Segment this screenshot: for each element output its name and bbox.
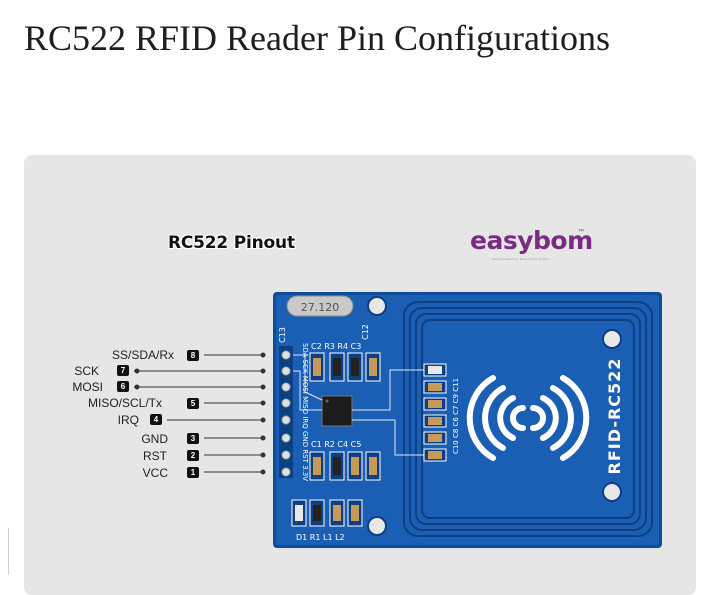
pin-label-gnd: GND xyxy=(141,432,168,446)
header-pin xyxy=(281,366,291,376)
smd-components-mid xyxy=(309,451,381,481)
header-silkscreen: SDA SCK MOSI MISO IRQ GND RST 3.3V xyxy=(301,343,309,481)
pin-leader-dot xyxy=(134,384,140,390)
pcb-traces xyxy=(293,354,424,456)
page-heading: RC522 RFID Reader Pin Configurations xyxy=(24,18,610,58)
header-pin xyxy=(281,398,291,408)
pin-leader-dot xyxy=(260,435,266,441)
pin-leader-dot xyxy=(260,417,266,423)
header-pin xyxy=(281,382,291,392)
crystal-oscillator xyxy=(286,295,354,317)
silk-bottom-row: D1 R1 L1 L2 xyxy=(296,533,345,542)
pin-leader-dot xyxy=(260,469,266,475)
smd-components-right xyxy=(423,363,447,462)
pin-leader-dot xyxy=(260,452,266,458)
header-pin xyxy=(281,467,291,477)
trademark-mark: ™ xyxy=(578,229,584,235)
ic-pin1-marker xyxy=(325,399,329,403)
silk-mid-row: C1 R2 C4 C5 xyxy=(311,440,361,449)
silk-right-column: C10 C8 C6 C7 C9 C11 xyxy=(452,378,460,454)
rc522-board-illustration: RFID-RC522 27.120 SDA SCK MOSI MISO IRQ … xyxy=(134,292,662,548)
antenna-coil xyxy=(403,301,653,537)
header-pin xyxy=(281,350,291,360)
antenna-coil xyxy=(409,307,647,531)
pin-leader-dot xyxy=(134,368,140,374)
silk-c13: C13 xyxy=(278,327,287,343)
antenna-coil xyxy=(421,319,635,519)
pin-header xyxy=(279,346,293,478)
pin-number-badge: 6 xyxy=(117,381,129,392)
mounting-hole xyxy=(602,482,622,502)
smd-components-top xyxy=(309,352,381,382)
smd-components-bottom xyxy=(291,499,363,527)
header-pin xyxy=(281,433,291,443)
silk-c12: C12 xyxy=(361,324,370,340)
crystal-frequency: 27.120 xyxy=(301,301,340,314)
pin-leader-dot xyxy=(260,400,266,406)
pin-number-badge: 2 xyxy=(187,450,199,461)
silk-top-row: C2 R3 R4 C3 xyxy=(311,342,361,351)
pin-number-badge: 4 xyxy=(150,414,162,425)
easybom-logo: easybom xyxy=(470,226,593,255)
pin-leader-dot xyxy=(260,368,266,374)
mounting-hole xyxy=(367,296,387,316)
page-edge-divider xyxy=(0,528,9,575)
pin-label-sck: SCK xyxy=(74,364,99,378)
header-pin xyxy=(281,415,291,425)
pin-leader-dot xyxy=(260,352,266,358)
pin-label-miso: MISO/SCL/Tx xyxy=(87,396,162,410)
mounting-hole xyxy=(602,329,622,349)
pin-number-badge: 1 xyxy=(187,467,199,478)
pin-label-rst: RST xyxy=(143,449,167,463)
pin-number-badge: 3 xyxy=(187,433,199,444)
pin-label-irq: IRQ xyxy=(117,413,139,427)
header-pin xyxy=(281,450,291,460)
board-model-label: RFID-RC522 xyxy=(605,358,624,475)
pinout-title: RC522 Pinout xyxy=(168,233,295,253)
pin-number-badge: 5 xyxy=(187,398,199,409)
pin-label-mosi: MOSI xyxy=(72,380,103,394)
brand-tagline: Semiconductor Electronic Parts xyxy=(492,257,549,261)
pin-leader-dot xyxy=(260,384,266,390)
pin-label-vcc: VCC xyxy=(142,466,168,480)
pin-label-ss: SS/SDA/Rx xyxy=(111,348,174,362)
mounting-hole xyxy=(367,516,387,536)
pin-number-badge: 8 xyxy=(187,350,199,361)
pin-number-badge: 7 xyxy=(117,365,129,376)
antenna-coil xyxy=(415,313,641,525)
rfid-wave-symbol xyxy=(466,375,590,461)
